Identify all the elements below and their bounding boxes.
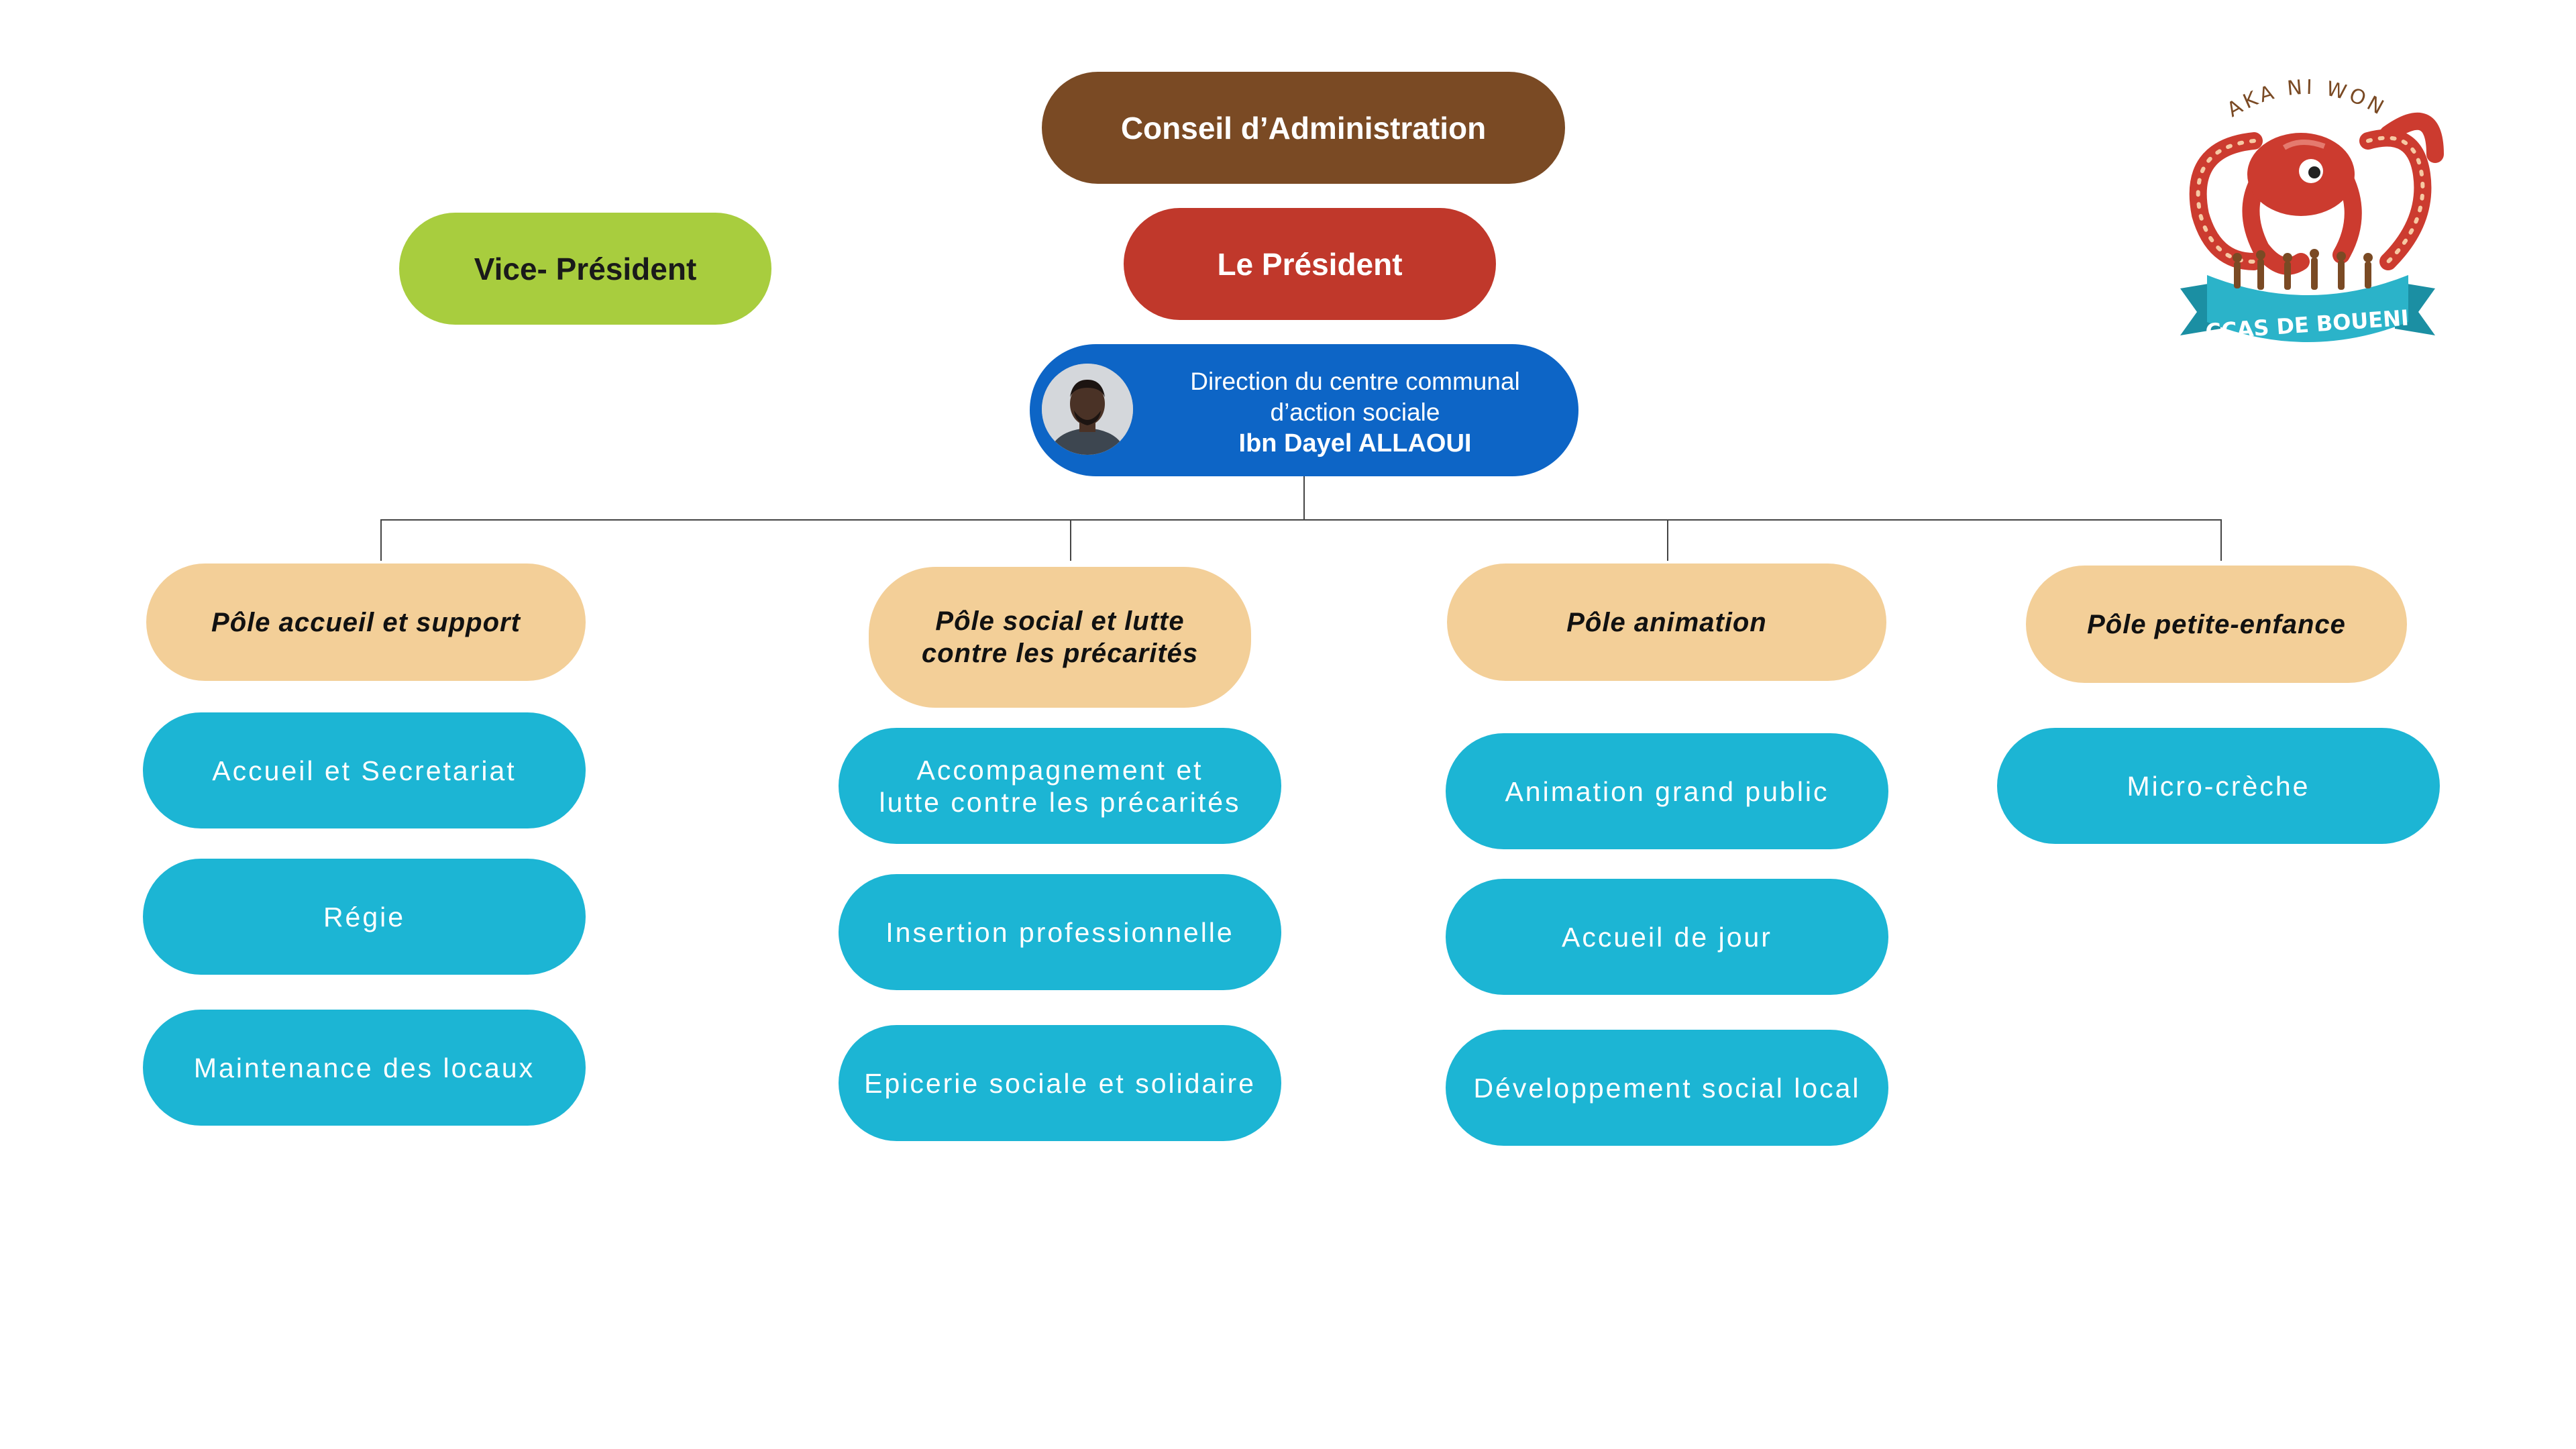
service-label: Accueil et Secretariat <box>212 755 517 786</box>
service-accompagnement-precarites: Accompagnement et lutte contre les préca… <box>839 728 1281 844</box>
pole-petite-enfance-label: Pôle petite-enfance <box>2087 609 2346 639</box>
service-label: Epicerie sociale et solidaire <box>864 1067 1256 1099</box>
service-accueil-secretariat: Accueil et Secretariat <box>143 712 586 828</box>
pole-social-label-line2: contre les précarités <box>921 639 1199 668</box>
connector-pole-1 <box>380 519 382 561</box>
president-box: Le Président <box>1124 208 1496 320</box>
service-label: Micro-crèche <box>2127 770 2310 802</box>
service-label-line1: Accompagnement et <box>916 754 1203 786</box>
service-label: Accueil de jour <box>1562 921 1772 953</box>
service-label-line2: lutte contre les précarités <box>879 786 1241 818</box>
director-photo <box>1042 364 1133 455</box>
direction-line1: Direction du centre communal <box>1190 368 1520 395</box>
pole-social-precarites: Pôle social et lutte contre les précarit… <box>869 567 1251 708</box>
service-micro-creche: Micro-crèche <box>1997 728 2440 844</box>
connector-pole-3 <box>1667 519 1668 561</box>
pole-accueil-support-label: Pôle accueil et support <box>211 607 521 637</box>
service-label: Insertion professionnelle <box>885 916 1234 948</box>
pole-animation: Pôle animation <box>1447 564 1886 681</box>
service-label: Animation grand public <box>1505 775 1829 807</box>
connector-horizontal <box>380 519 2222 521</box>
pole-accueil-support: Pôle accueil et support <box>146 564 586 681</box>
direction-text: Direction du centre communal d’action so… <box>1140 366 1570 459</box>
service-developpement-social-local: Développement social local <box>1446 1030 1888 1146</box>
connector-direction-down <box>1303 476 1305 521</box>
ccas-boueni-logo: PAKA NI WONE CCAS DE BOUENI <box>2167 60 2444 345</box>
conseil-administration-box: Conseil d’Administration <box>1042 72 1565 184</box>
service-label: Développement social local <box>1473 1072 1861 1104</box>
service-epicerie-sociale: Epicerie sociale et solidaire <box>839 1025 1281 1141</box>
director-name: Ibn Dayel ALLAOUI <box>1238 429 1472 458</box>
vice-president-box: Vice- Président <box>399 213 771 325</box>
service-label: Maintenance des locaux <box>193 1052 535 1083</box>
service-label: Régie <box>323 901 406 932</box>
vice-president-label: Vice- Président <box>474 251 697 286</box>
connector-pole-4 <box>2220 519 2222 561</box>
president-label: Le Président <box>1217 246 1403 282</box>
direction-line2: d’action sociale <box>1270 398 1440 426</box>
connector-pole-2 <box>1070 519 1071 561</box>
service-insertion-professionnelle: Insertion professionnelle <box>839 874 1281 990</box>
pole-petite-enfance: Pôle petite-enfance <box>2026 566 2407 683</box>
service-maintenance-locaux: Maintenance des locaux <box>143 1010 586 1126</box>
svg-text:PAKA NI WONE: PAKA NI WONE <box>2167 60 2390 122</box>
service-animation-grand-public: Animation grand public <box>1446 733 1888 849</box>
service-regie: Régie <box>143 859 586 975</box>
service-accueil-de-jour: Accueil de jour <box>1446 879 1888 995</box>
conseil-administration-label: Conseil d’Administration <box>1120 110 1487 146</box>
pole-animation-label: Pôle animation <box>1566 607 1767 637</box>
pole-social-label-line1: Pôle social et lutte <box>935 606 1185 636</box>
